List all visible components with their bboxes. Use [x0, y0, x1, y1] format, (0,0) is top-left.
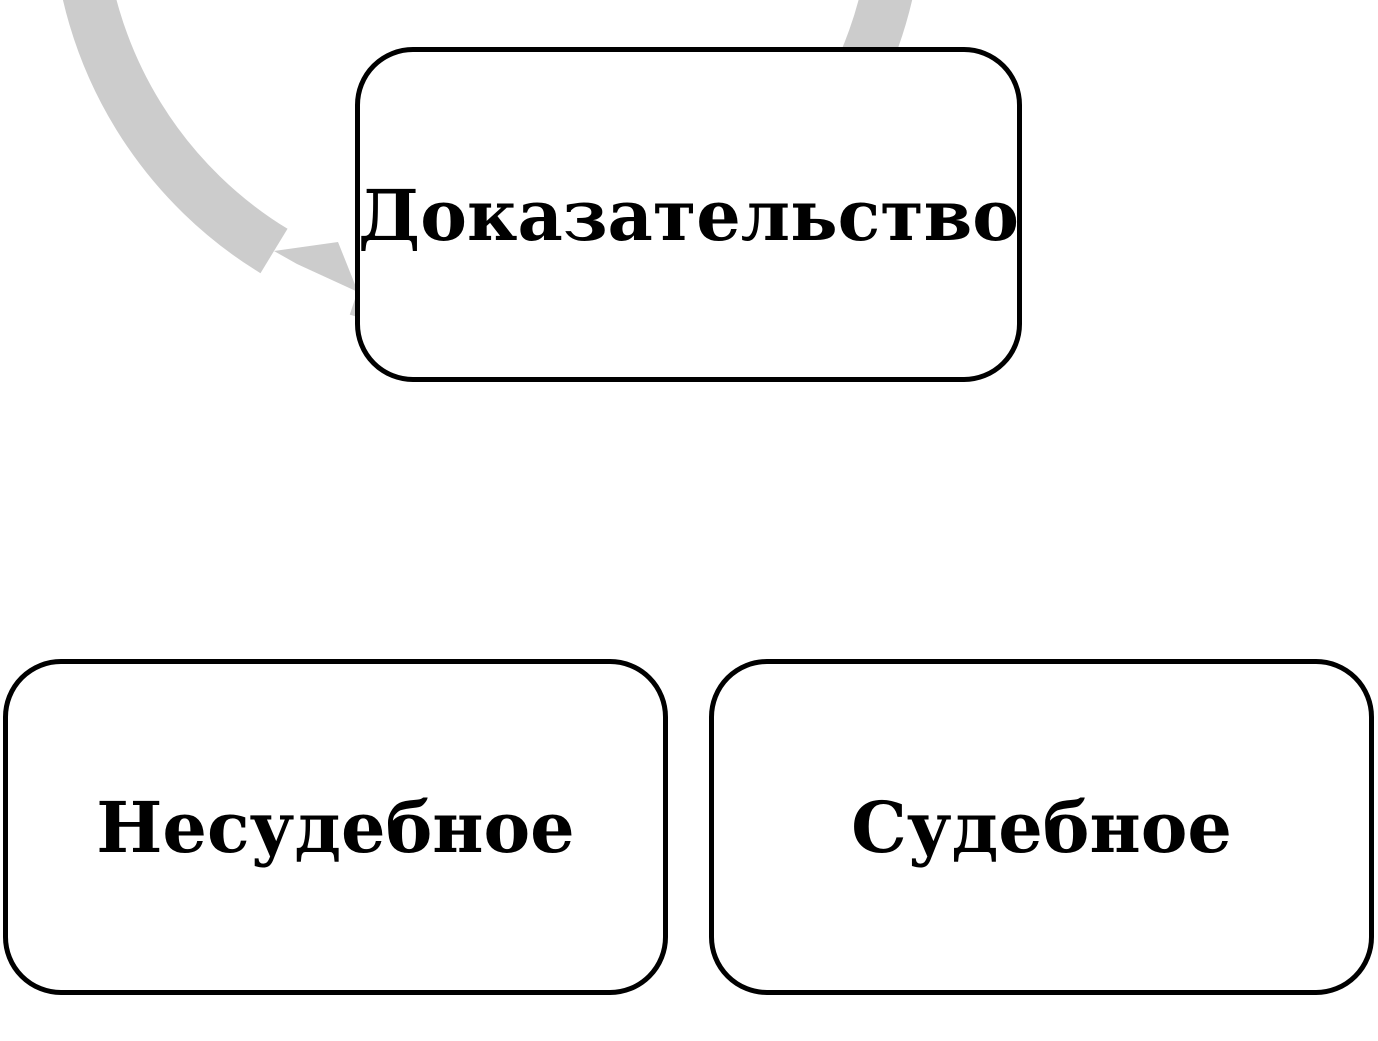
node-non-judicial-label: Несудебное: [96, 785, 575, 869]
node-non-judicial: Несудебное: [3, 659, 668, 995]
cycle-arrowhead-icon: [274, 242, 358, 292]
node-judicial-label: Судебное: [851, 785, 1232, 869]
node-evidence: Доказательство: [355, 47, 1022, 382]
node-evidence-label: Доказательство: [358, 174, 1019, 257]
node-judicial: Судебное: [709, 659, 1374, 995]
